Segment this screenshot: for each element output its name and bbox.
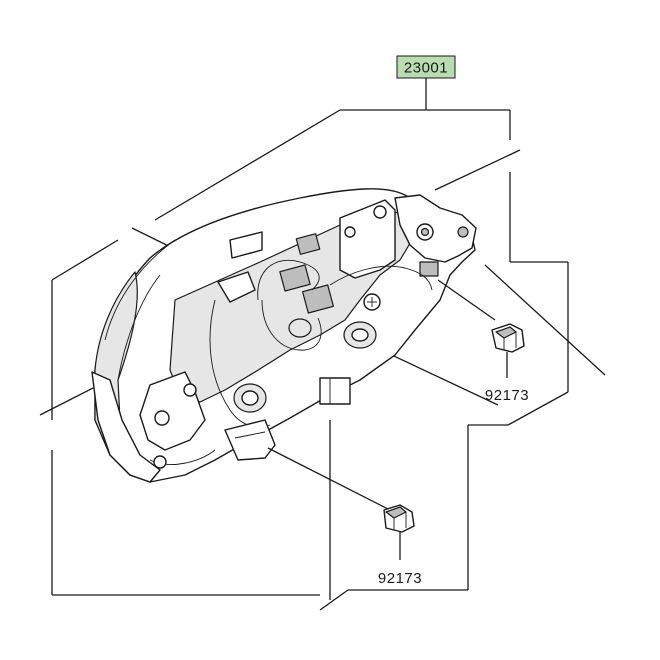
mount-hole bbox=[457, 226, 469, 238]
clip-icon[interactable] bbox=[491, 323, 525, 353]
connector-left bbox=[279, 264, 311, 292]
clip-icon[interactable] bbox=[383, 504, 415, 533]
lower-lens-bracket bbox=[91, 371, 161, 483]
mount-bracket-top bbox=[394, 194, 477, 263]
upper-arm bbox=[217, 271, 256, 303]
top-tab bbox=[229, 231, 263, 259]
part-number-92173-bottom[interactable]: 92173 bbox=[378, 570, 422, 587]
leader-right-clip bbox=[437, 279, 496, 321]
part-callout-23001[interactable]: 23001 bbox=[396, 55, 456, 79]
part-number-92173-right[interactable]: 92173 bbox=[485, 387, 529, 404]
connector-center bbox=[301, 284, 335, 314]
leader-bottom-clip bbox=[267, 447, 391, 511]
part-number-23001: 23001 bbox=[404, 60, 448, 77]
lower-mount bbox=[224, 419, 276, 461]
frame-plate-right bbox=[339, 199, 396, 279]
connector-top bbox=[295, 233, 321, 255]
center-boss bbox=[319, 377, 351, 405]
leader-lines-23001 bbox=[154, 78, 511, 221]
bulb-socket-low bbox=[288, 318, 312, 338]
connector-right bbox=[419, 261, 439, 277]
headlight-assembly-icon[interactable] bbox=[91, 188, 477, 483]
